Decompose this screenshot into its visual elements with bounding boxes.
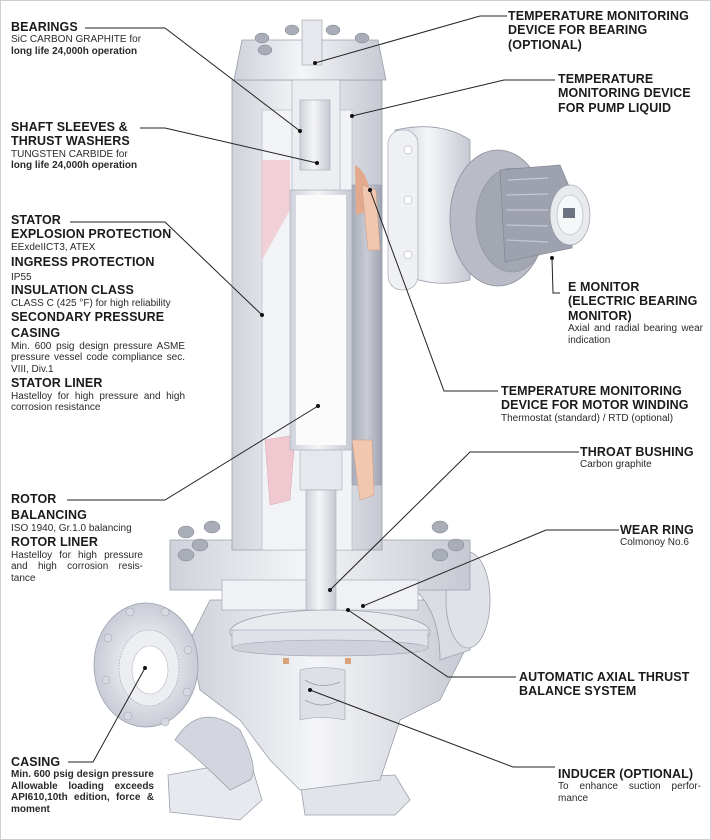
inducer (299, 667, 346, 721)
wear-ring-title: WEAR RING (620, 523, 694, 537)
ingress-protection-desc: IP55 (11, 271, 32, 283)
temp-liquid-title-2: MONITORING DEVICE (558, 86, 691, 101)
leader-dots (143, 61, 554, 692)
balancing-title: BALANCING (11, 508, 87, 523)
label-temp-liquid: TEMPERATURE MONITORING DEVICE FOR PUMP L… (558, 72, 708, 115)
label-rotor: ROTOR BALANCING ISO 1940, Gr.1.0 balanci… (11, 492, 143, 584)
label-wear-ring: WEAR RING Colmonoy No.6 (620, 523, 708, 549)
casing-desc-2: Allowable loading exceeds API610,10th ed… (11, 780, 154, 815)
stator-liner-title: STATOR LINER (11, 376, 103, 391)
leader-bearings (85, 27, 301, 132)
balancing-desc: ISO 1940, Gr.1.0 balancing (11, 522, 132, 534)
bearings-title: BEARINGS (11, 20, 78, 34)
casing-desc-1: Min. 600 psig design pressure (11, 769, 154, 781)
leader-axial-thrust (347, 609, 516, 678)
e-monitor-assembly (387, 126, 591, 291)
rotor-liner-desc: Hastelloy for high pressure and high cor… (11, 549, 143, 584)
stator-liner-desc: Hastelloy for high pressure and high cor… (11, 390, 185, 414)
explosion-protection-desc: EExdeIICT3, ATEX (11, 241, 96, 253)
secondary-casing-desc: Min. 600 psig design pressure ASME press… (11, 340, 185, 375)
secondary-casing-title-2: CASING (11, 326, 61, 341)
leader-throat-bushing (329, 451, 579, 591)
rotor-liner-title: ROTOR LINER (11, 535, 98, 550)
leader-shaft-sleeves (140, 127, 318, 164)
temp-bearing-title-1: TEMPERATURE MONITORING (508, 9, 689, 23)
secondary-casing-title-1: SECONDARY PRESSURE (11, 310, 165, 324)
shaft-sleeves-desc-2: long life 24,000h operation (11, 160, 138, 172)
label-temp-winding: TEMPERATURE MONITORING DEVICE FOR MOTOR … (501, 384, 706, 424)
leader-inducer (309, 689, 555, 768)
insulation-class-desc: CLASS C (425 °F) for high reliability (11, 297, 171, 309)
bearings-desc-2: long life 24,000h operation (11, 45, 138, 57)
label-bearings: BEARINGS SiC CARBON GRAPHITE for long li… (11, 20, 191, 57)
stator-title: STATOR (11, 213, 61, 227)
leader-temp-liquid (351, 79, 555, 117)
label-throat-bushing: THROAT BUSHING Carbon graphite (580, 445, 708, 471)
e-monitor-title-2: (ELECTRIC BEARING (568, 294, 698, 309)
label-stator: STATOR EXPLOSION PROTECTION EExdeIICT3, … (11, 213, 185, 414)
leader-stator (70, 221, 263, 316)
leader-lines (67, 15, 619, 768)
leader-e-monitor (551, 257, 560, 294)
label-axial-thrust: AUTOMATIC AXIAL THRUST BALANCE SYSTEM (519, 670, 709, 699)
leader-temp-bearing (314, 15, 507, 64)
e-monitor-desc: Axial and radial bearing wear indication (568, 323, 703, 346)
leader-rotor (67, 405, 319, 501)
bearings-desc-1: SiC CARBON GRAPHITE for (11, 34, 142, 46)
inducer-title: INDUCER (OPTIONAL) (558, 767, 694, 781)
casing-title: CASING (11, 755, 61, 769)
throat-bushing-desc: Carbon graphite (580, 459, 652, 471)
rotor-title: ROTOR (11, 492, 57, 506)
insulation-class-title: INSULATION CLASS (11, 283, 134, 298)
leader-wear-ring (362, 529, 619, 607)
leader-temp-winding (369, 189, 498, 392)
label-casing: CASING Min. 600 psig design pressure All… (11, 755, 154, 815)
temp-winding-desc: Thermostat (standard) / RTD (optional) (501, 412, 674, 424)
shaft-sleeves-title-2: THRUST WASHERS (11, 134, 130, 149)
e-monitor-title-1: E MONITOR (568, 280, 640, 294)
temp-bearing-title-2: DEVICE FOR BEARING (508, 23, 648, 38)
label-temp-bearing: TEMPERATURE MONITORING DEVICE FOR BEARIN… (508, 9, 708, 52)
axial-thrust-title-2: BALANCE SYSTEM (519, 684, 637, 699)
e-monitor-title-3: MONITOR) (568, 308, 632, 323)
temp-liquid-title-1: TEMPERATURE (558, 72, 654, 86)
inducer-desc: To enhance suction perfor-mance (558, 781, 701, 804)
axial-thrust-title-1: AUTOMATIC AXIAL THRUST (519, 670, 690, 684)
label-inducer: INDUCER (OPTIONAL) To enhance suction pe… (558, 767, 701, 804)
temp-liquid-title-3: FOR PUMP LIQUID (558, 100, 672, 115)
shaft-sleeves-desc-1: TUNGSTEN CARBIDE for (11, 148, 128, 160)
label-shaft-sleeves: SHAFT SLEEVES & THRUST WASHERS TUNGSTEN … (11, 120, 181, 172)
explosion-protection-title: EXPLOSION PROTECTION (11, 227, 172, 242)
leader-casing (68, 667, 146, 763)
throat-bushing-title: THROAT BUSHING (580, 445, 694, 459)
temp-bearing-title-3: (OPTIONAL) (508, 37, 582, 52)
suction-flange (93, 602, 199, 728)
label-e-monitor: E MONITOR (ELECTRIC BEARING MONITOR) Axi… (568, 280, 703, 346)
wear-ring-desc: Colmonoy No.6 (620, 537, 689, 549)
temp-winding-title-2: DEVICE FOR MOTOR WINDING (501, 398, 689, 413)
bearing-housing (233, 19, 387, 191)
ingress-protection-title: INGRESS PROTECTION (11, 255, 155, 270)
shaft-sleeves-title-1: SHAFT SLEEVES & (11, 120, 128, 134)
impeller (229, 603, 431, 664)
temp-winding-title-1: TEMPERATURE MONITORING (501, 384, 682, 398)
